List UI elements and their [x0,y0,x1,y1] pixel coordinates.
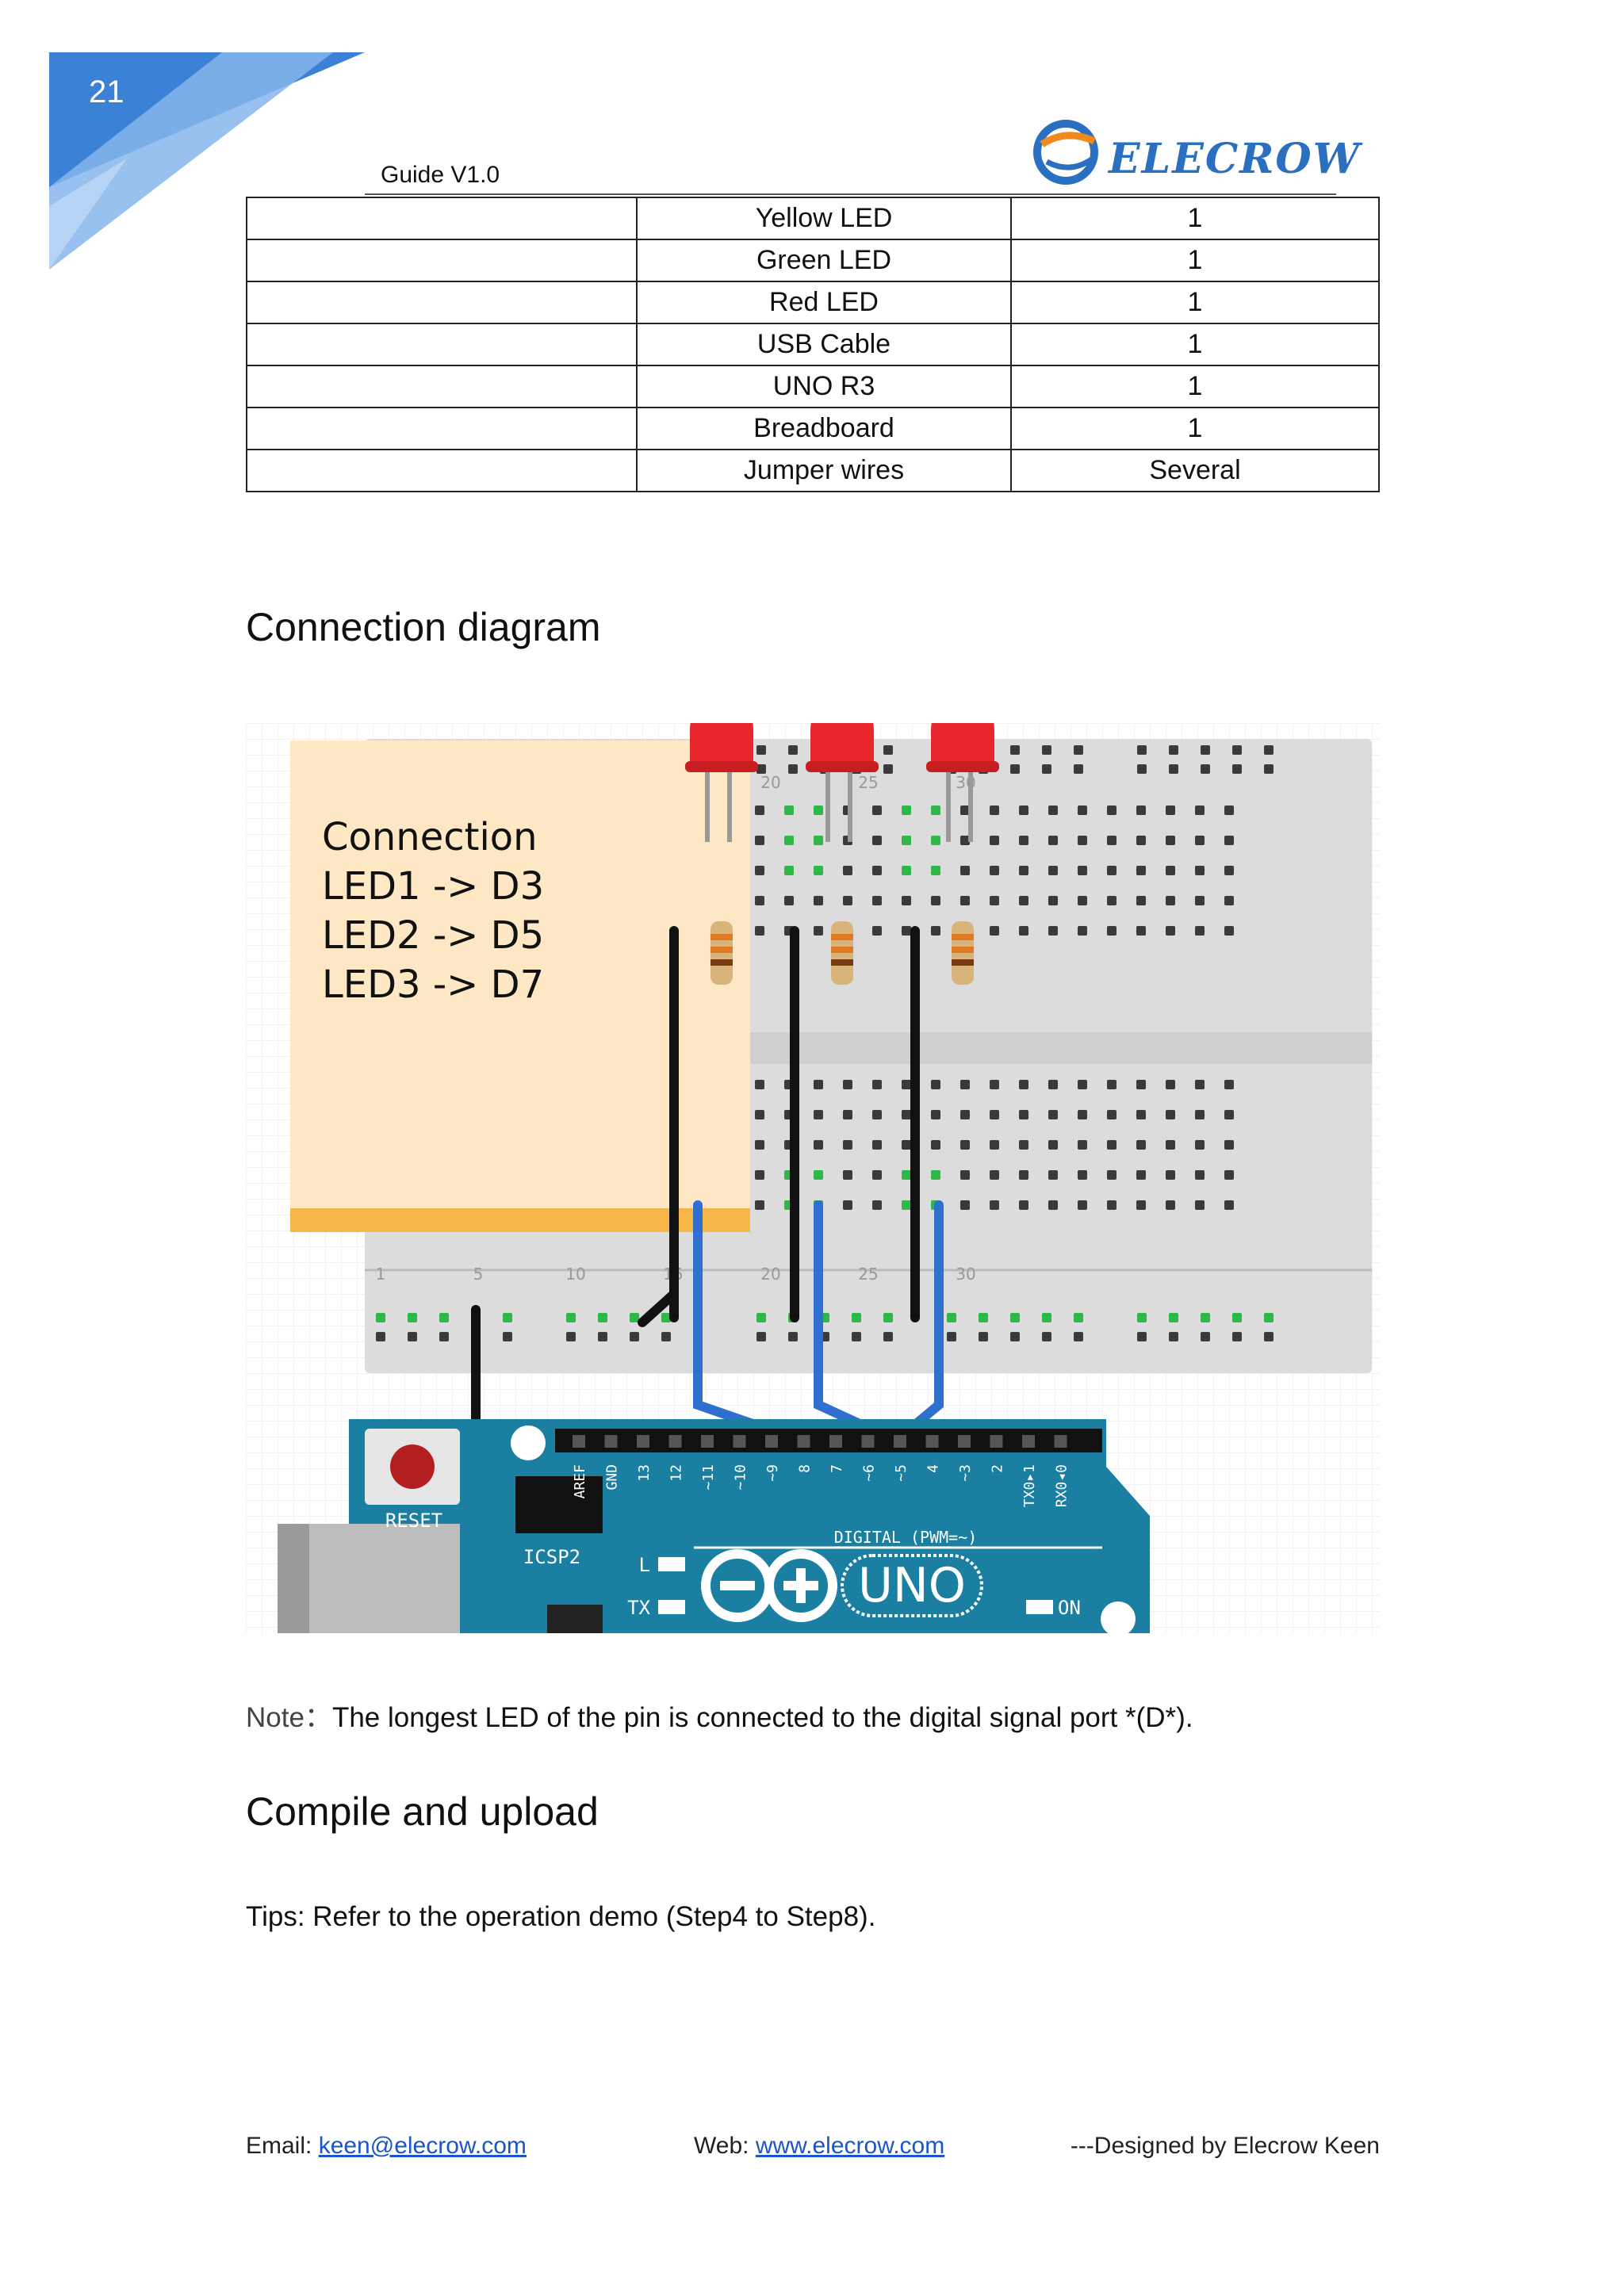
header-rule [365,193,1336,195]
table-cell: 1 [1010,239,1380,282]
pin-label: 2 [990,1464,1006,1473]
table-cell: Green LED [636,239,1012,282]
led-note: Note：The longest LED of the pin is conne… [246,1695,1193,1735]
led [690,723,753,767]
column-number: 1 [376,1265,386,1284]
note-label: Note： [246,1702,332,1733]
table-cell: 1 [1010,323,1380,366]
email-link[interactable]: keen@elecrow.com [318,2133,527,2159]
tips-text: Tips: Refer to the operation demo (Step4… [246,1901,876,1932]
uno-label: UNO [858,1558,966,1613]
table-cell [246,365,638,408]
table-cell: Yellow LED [636,197,1012,240]
column-number: 20 [760,1265,780,1284]
pin-label: 7 [829,1464,845,1473]
column-number: 25 [858,1265,878,1284]
compile-upload-heading: Compile and upload [246,1789,599,1834]
note-text: The longest LED of the pin is connected … [331,1702,1193,1733]
logo-text: ELECROW [1109,135,1362,183]
corner-decoration [49,52,365,270]
table-cell [246,281,638,324]
table-cell [246,407,638,450]
pin-label: ~5 [893,1464,910,1482]
connection-diagram: 115510101515202025253030 ConnectionLED1 … [246,723,1380,1633]
led [810,723,874,767]
note-line: LED2 -> D5 [322,913,544,958]
table-cell: Jumper wires [636,449,1012,492]
footer-web: Web: www.elecrow.com [694,2133,945,2159]
table-cell: 1 [1010,407,1380,450]
on-led-label: ON [1058,1597,1081,1619]
column-number: 10 [565,1265,585,1284]
pin-label: AREF [572,1464,588,1498]
icsp-label: ICSP2 [523,1546,580,1568]
column-number: 25 [858,773,878,792]
note-line: Connection [322,815,538,859]
footer-designer: ---Designed by Elecrow Keen [1070,2133,1380,2159]
pin-label: ~6 [861,1464,878,1482]
led [931,723,994,767]
pin-label: 12 [668,1464,685,1482]
note-line: LED3 -> D7 [322,962,544,1007]
note-line: LED1 -> D3 [322,864,544,909]
elecrow-logo-icon [1033,120,1098,185]
reset-label: RESET [385,1510,442,1532]
table-cell [246,323,638,366]
table-cell: 1 [1010,281,1380,324]
pin-label: GND [604,1464,621,1490]
table-cell: 1 [1010,365,1380,408]
connection-diagram-heading: Connection diagram [246,605,601,649]
column-number: 20 [760,773,780,792]
table-cell [246,197,638,240]
pin-label: 8 [797,1464,814,1473]
pin-label: ~11 [700,1464,717,1490]
tx-led-label: TX [627,1597,650,1619]
table-cell: Breadboard [636,407,1012,450]
table-cell [246,239,638,282]
pin-label: 4 [925,1464,942,1473]
web-link[interactable]: www.elecrow.com [755,2133,945,2159]
pin-label: RX0◂0 [1054,1464,1071,1507]
table-cell: USB Cable [636,323,1012,366]
footer-email: Email: keen@elecrow.com [246,2133,527,2159]
table-cell: Red LED [636,281,1012,324]
digital-label: DIGITAL (PWM=~) [834,1528,978,1547]
table-cell: UNO R3 [636,365,1012,408]
page-number: 21 [89,75,124,109]
column-number: 30 [956,1265,975,1284]
l-led-label: L [639,1554,650,1576]
table-cell: Several [1010,449,1380,492]
pin-label: ~10 [733,1464,749,1490]
column-number: 5 [473,1265,484,1284]
table-cell: 1 [1010,197,1380,240]
arduino-board: RESET ICSP2 AREF GND 13 12 ~11 ~10 ~9 8 7 ~6 ~5 4 ~3… [278,1419,1150,1633]
pin-label: ~9 [764,1464,781,1482]
arduino-infinity-logo-icon [701,1549,837,1622]
guide-version: Guide V1.0 [381,162,500,188]
table-cell [246,449,638,492]
pin-label: TX0▸1 [1021,1464,1038,1507]
pin-label: ~3 [957,1464,974,1482]
pin-label: 13 [636,1464,653,1482]
